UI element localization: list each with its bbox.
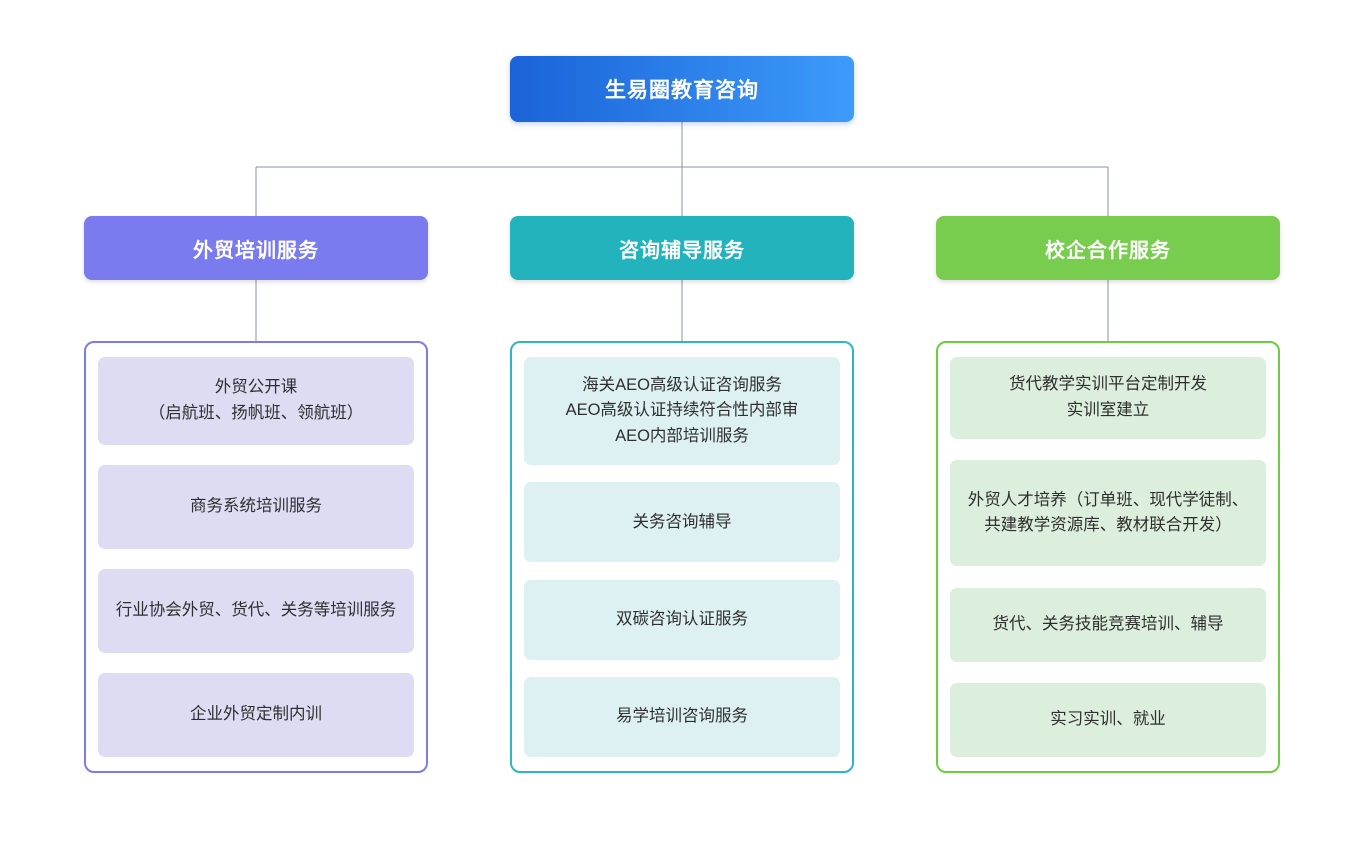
leaf-item[interactable]: 行业协会外贸、货代、关务等培训服务 <box>98 569 414 653</box>
branch-header-label-0: 外贸培训服务 <box>193 239 319 262</box>
branch-group-box-0: 外贸公开课 （启航班、扬帆班、领航班） 商务系统培训服务 行业协会外贸、货代、关… <box>84 341 428 773</box>
branch-column-2: 校企合作服务 <box>936 216 1280 280</box>
leaf-item[interactable]: 货代教学实训平台定制开发 实训室建立 <box>950 357 1266 439</box>
root-node[interactable]: 生易圈教育咨询 <box>510 56 854 122</box>
leaf-item[interactable]: 企业外贸定制内训 <box>98 673 414 757</box>
branch-column-1: 咨询辅导服务 <box>510 216 854 280</box>
leaf-item[interactable]: 外贸人才培养（订单班、现代学徒制、共建教学资源库、教材联合开发） <box>950 460 1266 567</box>
leaf-item[interactable]: 双碳咨询认证服务 <box>524 579 840 660</box>
branch-group-box-2: 货代教学实训平台定制开发 实训室建立 外贸人才培养（订单班、现代学徒制、共建教学… <box>936 341 1280 773</box>
branch-group-box-1: 海关AEO高级认证咨询服务 AEO高级认证持续符合性内部审 AEO内部培训服务 … <box>510 341 854 773</box>
branch-column-0: 外贸培训服务 <box>84 216 428 280</box>
branch-header-2[interactable]: 校企合作服务 <box>936 216 1280 280</box>
leaf-item[interactable]: 关务咨询辅导 <box>524 482 840 563</box>
leaf-item[interactable]: 海关AEO高级认证咨询服务 AEO高级认证持续符合性内部审 AEO内部培训服务 <box>524 357 840 465</box>
branch-header-label-2: 校企合作服务 <box>1045 239 1171 262</box>
leaf-item[interactable]: 实习实训、就业 <box>950 682 1266 757</box>
root-node-label: 生易圈教育咨询 <box>605 79 759 102</box>
leaf-item[interactable]: 易学培训咨询服务 <box>524 676 840 757</box>
leaf-item[interactable]: 外贸公开课 （启航班、扬帆班、领航班） <box>98 357 414 445</box>
branch-header-1[interactable]: 咨询辅导服务 <box>510 216 854 280</box>
leaf-item[interactable]: 商务系统培训服务 <box>98 465 414 549</box>
branch-header-label-1: 咨询辅导服务 <box>619 239 745 262</box>
branch-header-0[interactable]: 外贸培训服务 <box>84 216 428 280</box>
leaf-item[interactable]: 货代、关务技能竞赛培训、辅导 <box>950 587 1266 662</box>
